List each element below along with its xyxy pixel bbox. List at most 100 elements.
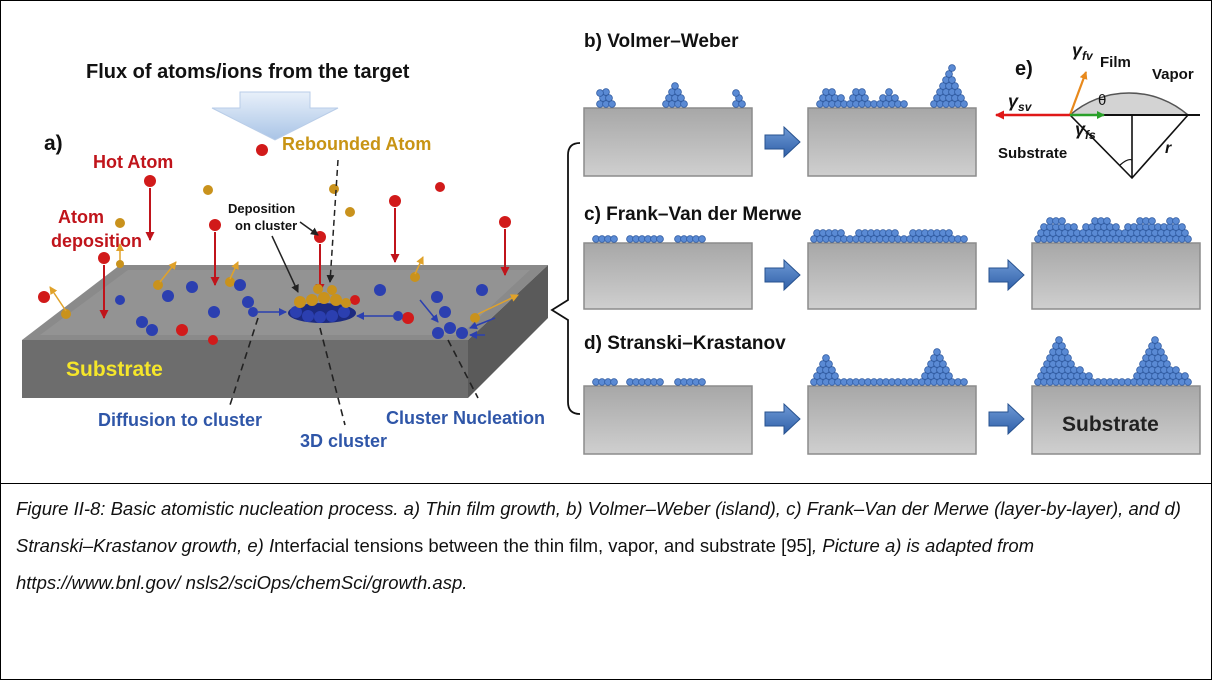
rebound-arrow [159,261,177,283]
rebound-dashed [326,159,339,283]
rebound-arrow [414,256,424,275]
deposition-cluster-label-2: on cluster [235,218,297,233]
caption-divider [0,483,1212,484]
gold-atom [153,280,163,290]
angle-arc [1119,158,1133,166]
blue-atom [146,324,158,336]
red-atom [38,291,50,303]
blue-atom [115,295,125,305]
substrate-block [583,242,753,310]
growth-arrow [988,402,1025,436]
gold-atom [294,296,306,308]
cone-lines [1069,114,1189,180]
figure-graphic: Flux of atoms/ions from the target a) Ho… [22,31,1201,455]
rebound-arrow [49,286,67,312]
rebound-arrow [229,261,239,280]
panel-d-title: d) Stranski–Krastanov [584,333,786,354]
gold-atom [470,313,480,323]
blue-atom [242,296,254,308]
substrate-block [807,242,977,310]
growth-arrow [764,402,801,436]
blue-atom [439,306,451,318]
blue-atom [456,327,468,339]
panel-c: c) Frank–Van der Merwe [583,204,1201,310]
islands-stage-1 [596,82,746,108]
growth-arrow [764,125,801,159]
substrate-label-d: Substrate [1062,413,1159,436]
growth-arrow [764,258,801,292]
gamma-sv-label: γsv [1008,91,1033,114]
red-atom [350,295,360,305]
blue-atom [432,327,444,339]
hot-atom [144,175,156,187]
gold-atom [330,294,342,306]
caption-part-1: Figure II-8: Basic atomistic nucleation … [16,498,1181,556]
red-atom [208,335,218,345]
diffusion-label: Diffusion to cluster [98,410,262,430]
growth-arrow [988,258,1025,292]
hot-atom [435,182,445,192]
blue-atom [314,311,326,323]
gamma-fs-label: γfs [1075,119,1096,142]
rebounded-atoms [49,184,519,323]
substrate-label: Substrate [66,358,163,381]
film-droplet [1067,92,1191,116]
gold-atom [329,184,339,194]
hot-atom [256,144,268,156]
islands-stage-2 [816,64,968,108]
blue-atom [234,279,246,291]
blue-atom [162,290,174,302]
film-label: Film [1100,54,1131,71]
blue-atom [338,306,350,318]
caption-part-3: , Picture a) is adapted from https://www… [16,535,1035,593]
blue-atom [186,281,198,293]
substrate-block [583,107,753,177]
red-atom [402,312,414,324]
blue-atom [374,284,386,296]
layer-stage-1 [592,235,706,243]
nucleation-arrow [419,299,439,323]
blue-atom [431,291,443,303]
atom-deposition-label-2: deposition [51,231,142,251]
diffusion-pointer [229,317,259,406]
rebounded-atom-label: Rebounded Atom [282,134,431,154]
gold-atom [115,218,125,228]
panel-e-label: e) [1015,58,1033,80]
nucleation-arrow [469,317,496,330]
hot-atom [499,216,511,228]
blue-atom [444,322,456,334]
surface-atoms [38,279,496,345]
substrate-block [1031,242,1201,310]
hot-atom [98,252,110,264]
deposition-arrow [299,221,319,236]
hot-atom-label: Hot Atom [93,152,173,172]
gamma-fv-arrow [1068,71,1088,116]
cluster-3d-label: 3D cluster [300,431,387,451]
panel-b: b) Volmer–Weber [583,31,977,177]
r-label: r [1165,140,1172,157]
flux-title: Flux of atoms/ions from the target [86,61,410,83]
blue-atom [476,284,488,296]
substrate-label-e: Substrate [998,145,1067,162]
panel-e: e) γfv γsv γfs Film Vapor θ Substrate r [995,40,1200,180]
substrate-block [583,385,753,455]
gold-atom [341,298,351,308]
blue-atom [393,311,403,321]
vapor-label: Vapor [1152,66,1194,83]
three-d-cluster [248,159,403,323]
caption-part-2: nterfacial tensions between the thin fil… [274,535,812,556]
theta-label: θ [1098,92,1106,109]
rebound-arrow [477,294,519,315]
panel-b-title: b) Volmer–Weber [584,31,739,52]
gold-atom [306,294,318,306]
blue-atom [326,310,338,322]
red-atom [176,324,188,336]
panel-a: Flux of atoms/ions from the target a) Ho… [22,61,581,451]
deposition-on-cluster-arrow [271,235,299,293]
deposition-cluster-label-1: Deposition [228,201,295,216]
blue-atom [136,316,148,328]
substrate-block [807,107,977,177]
gold-atom [345,207,355,217]
substrate-side-face [468,265,548,398]
